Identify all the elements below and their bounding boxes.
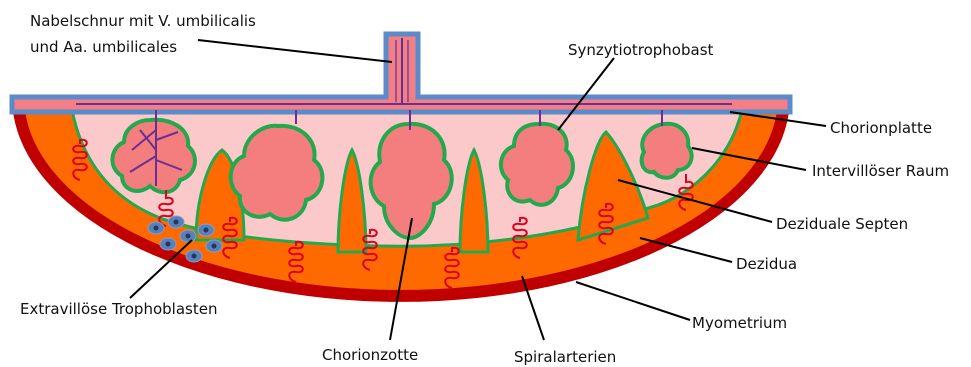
label-decidual-septa: Deziduale Septen xyxy=(776,215,908,233)
trophoblast-cell xyxy=(198,224,214,236)
label-chorionic-villus: Chorionzotte xyxy=(322,346,418,364)
trophoblast-cell xyxy=(206,240,222,252)
label-extravillous-trophoblasts: Extravillöse Trophoblasten xyxy=(20,300,217,318)
leader-myometrium xyxy=(576,282,690,320)
leader-umbilical-cord xyxy=(198,40,392,62)
trophoblast-cell xyxy=(160,238,176,250)
label-chorionic-plate: Chorionplatte xyxy=(830,119,932,137)
trophoblast-cell xyxy=(148,222,164,234)
label-spiral-arteries: Spiralarterien xyxy=(514,348,616,366)
label-myometrium: Myometrium xyxy=(692,314,787,332)
label-umbilical-cord-line1: Nabelschnur mit V. umbilicalis xyxy=(30,12,256,30)
label-decidua: Dezidua xyxy=(736,255,797,273)
trophoblast-cell xyxy=(180,230,196,242)
trophoblast-cell xyxy=(168,216,184,228)
label-intervillous-space: Intervillöser Raum xyxy=(812,162,949,180)
trophoblast-cell xyxy=(186,250,202,262)
label-umbilical-cord-line2: und Aa. umbilicales xyxy=(30,38,177,56)
label-syncytiotrophoblast: Synzytiotrophobast xyxy=(568,41,714,59)
